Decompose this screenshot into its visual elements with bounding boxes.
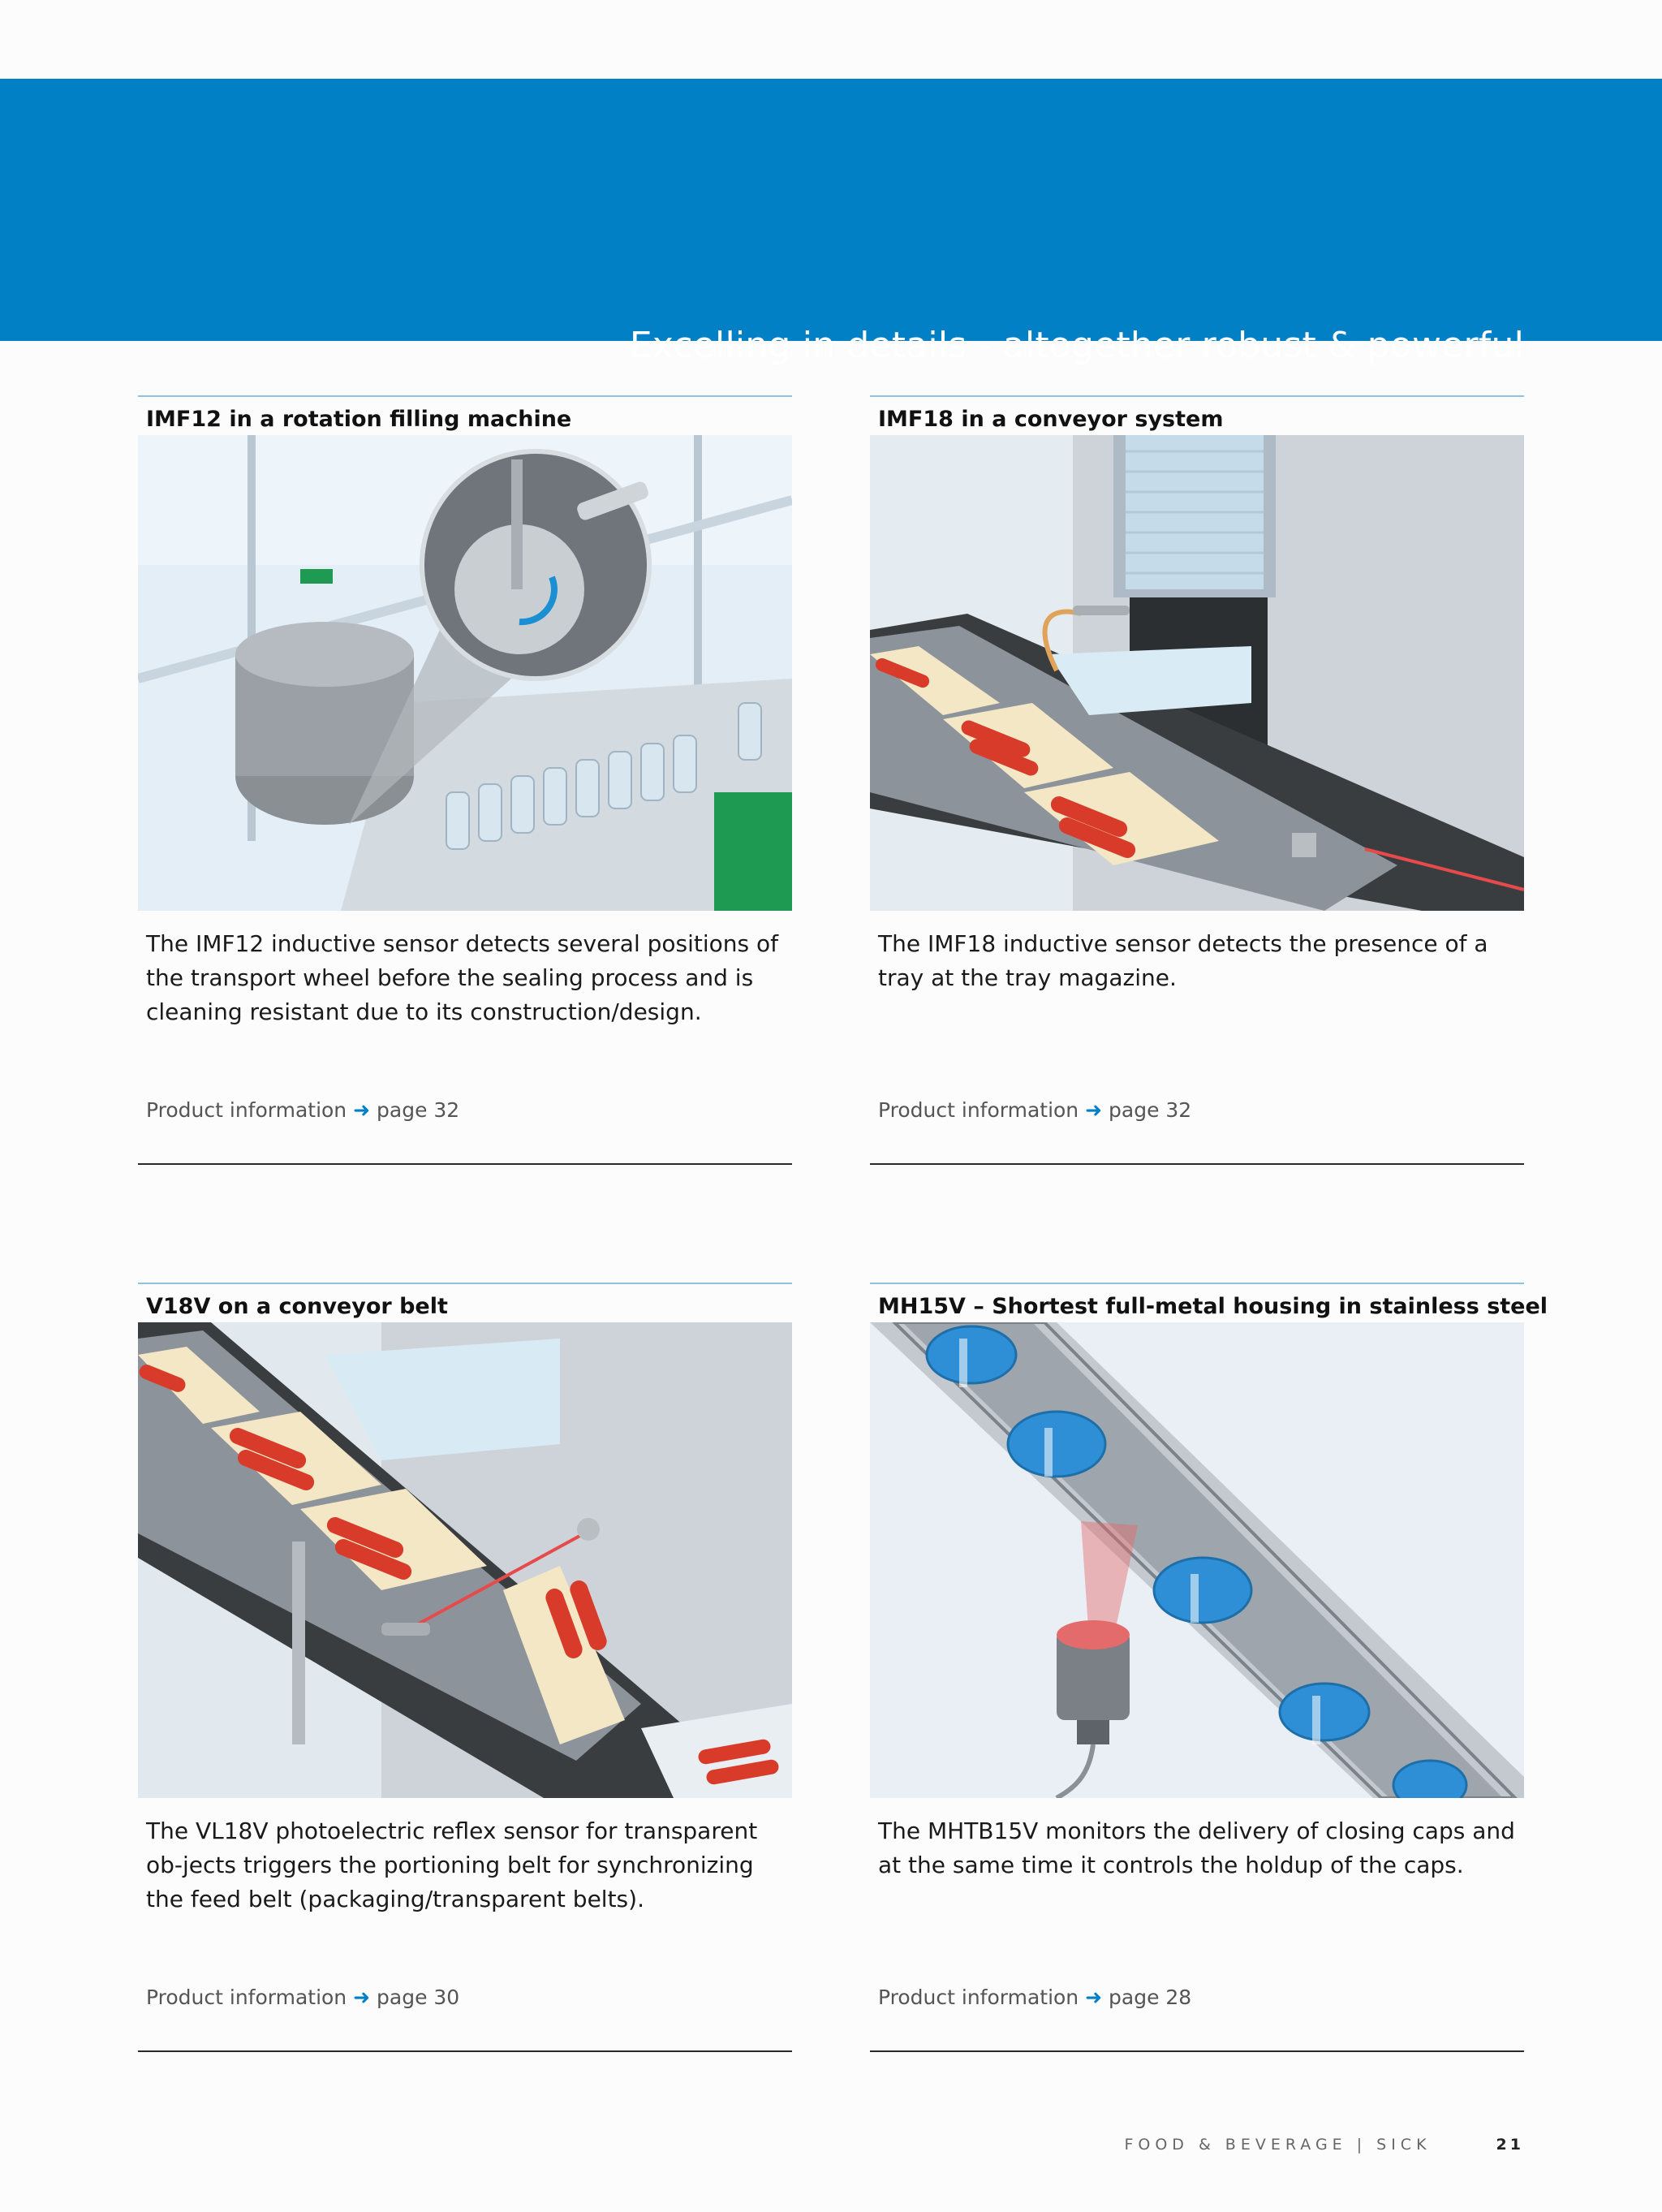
- panel-mh15v: MH15V – Shortest full-metal housing in s…: [870, 1283, 1548, 2054]
- divider: [138, 2050, 792, 2052]
- header-banner: Excelling in details - altogether robust…: [0, 79, 1662, 366]
- divider: [138, 1163, 792, 1165]
- divider: [870, 1163, 1524, 1165]
- panel-v18v: V18V on a conveyor belt: [138, 1283, 792, 2054]
- panel-imf18: IMF18 in a conveyor system: [870, 395, 1524, 1166]
- info-page: page 32: [377, 1098, 460, 1122]
- illustration-conveyor-belt: [138, 1322, 792, 1798]
- illustration-rotation-filling-machine: [138, 435, 792, 911]
- info-label: Product information: [146, 1986, 347, 2009]
- panel-title: IMF18 in a conveyor system: [878, 407, 1224, 432]
- panel-imf12: IMF12 in a rotation filling machine: [138, 395, 792, 1166]
- panel-description: The IMF18 inductive sensor detects the p…: [878, 930, 1488, 991]
- info-page: page 30: [377, 1986, 460, 2009]
- panel-description: The MHTB15V monitors the delivery of clo…: [878, 1817, 1515, 1878]
- divider: [870, 395, 1524, 397]
- product-info-link[interactable]: Product information ➜ page 32: [146, 1098, 459, 1122]
- page-number: 21: [1496, 2136, 1524, 2154]
- arrow-right-icon: ➜: [1085, 1098, 1103, 1122]
- info-label: Product information: [146, 1098, 347, 1122]
- page-footer: FOOD & BEVERAGE | SICK 21: [1124, 2136, 1524, 2154]
- product-info-link[interactable]: Product information ➜ page 28: [878, 1986, 1191, 2009]
- panel-title: IMF12 in a rotation filling machine: [146, 407, 572, 432]
- divider: [138, 395, 792, 397]
- arrow-right-icon: ➜: [1085, 1986, 1103, 2009]
- info-label: Product information: [878, 1986, 1079, 2009]
- info-label: Product information: [878, 1098, 1079, 1122]
- product-info-link[interactable]: Product information ➜ page 30: [146, 1986, 459, 2009]
- panel-title: MH15V – Shortest full-metal housing in s…: [878, 1294, 1548, 1319]
- illustration-conveyor-system: [870, 435, 1524, 911]
- arrow-right-icon: ➜: [353, 1986, 371, 2009]
- arrow-right-icon: ➜: [353, 1098, 371, 1122]
- divider: [138, 1283, 792, 1284]
- illustration-cap-chute: [870, 1322, 1524, 1798]
- footer-section: FOOD & BEVERAGE | SICK: [1124, 2136, 1432, 2154]
- info-page: page 28: [1109, 1986, 1192, 2009]
- divider: [870, 2050, 1524, 2052]
- divider: [870, 1283, 1524, 1284]
- info-page: page 32: [1109, 1098, 1192, 1122]
- page-title: Excelling in details - altogether robust…: [629, 325, 1524, 366]
- panel-description: The VL18V photoelectric reflex sensor fo…: [146, 1817, 758, 1912]
- panel-description: The IMF12 inductive sensor detects sever…: [146, 930, 779, 1025]
- product-info-link[interactable]: Product information ➜ page 32: [878, 1098, 1191, 1122]
- panel-title: V18V on a conveyor belt: [146, 1294, 448, 1319]
